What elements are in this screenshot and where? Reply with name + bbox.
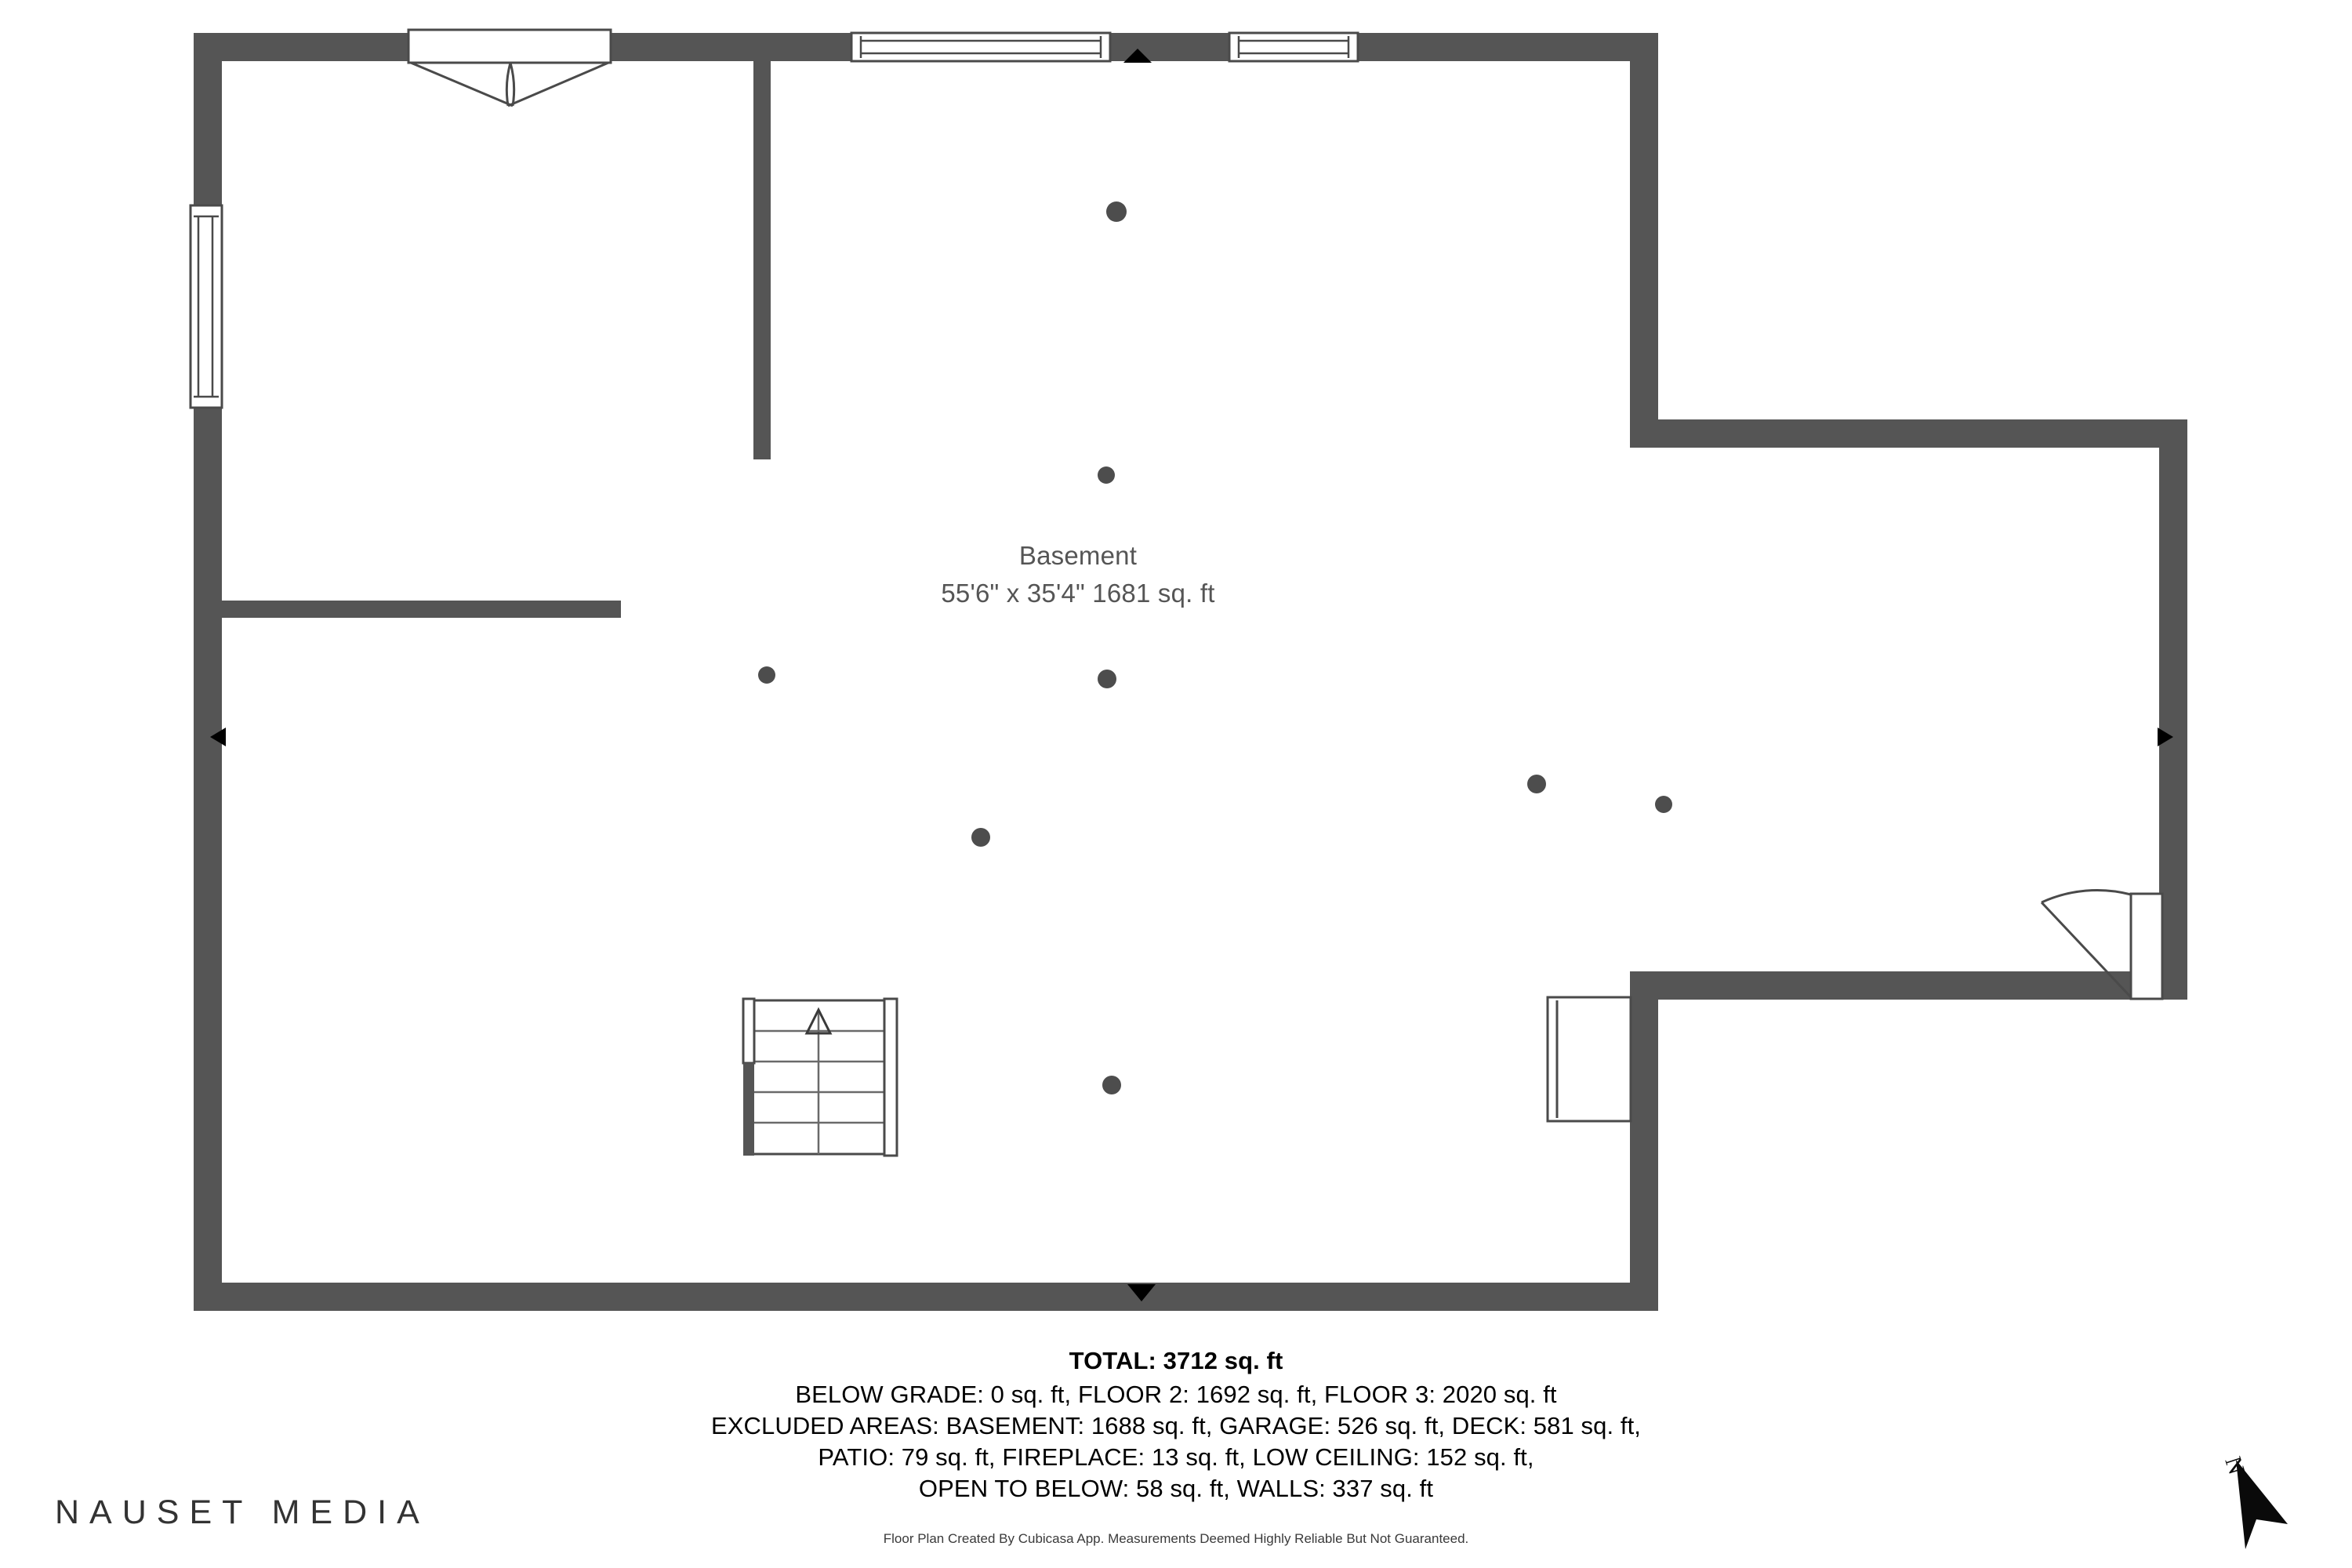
door-double-top [407, 28, 612, 107]
dimension-markers [210, 49, 2173, 1301]
interior-wall-vertical [753, 33, 771, 459]
marker-triangle-left [210, 728, 226, 746]
marker-triangle-bottom [1127, 1284, 1156, 1301]
interior-walls [213, 33, 771, 618]
support-post [1106, 201, 1127, 222]
interior-wall-horizontal [213, 601, 621, 618]
window-top-right [1228, 31, 1359, 63]
summary-line-4: OPEN TO BELOW: 58 sq. ft, WALLS: 337 sq.… [918, 1474, 1434, 1502]
doors [407, 28, 2164, 1000]
brand-logo: NAUSET MEDIA [55, 1494, 430, 1531]
compass-arrow [2236, 1460, 2288, 1549]
support-post [1102, 1076, 1121, 1094]
summary-total: TOTAL: 3712 sq. ft [1069, 1347, 1283, 1374]
support-post [1098, 466, 1115, 484]
utility-closet-fixture [1546, 996, 1632, 1123]
support-post [971, 828, 990, 847]
windows [189, 31, 1359, 409]
support-post [758, 666, 775, 684]
support-post [1527, 775, 1546, 793]
compass-svg: N [2220, 1454, 2288, 1549]
marker-triangle-right [2158, 728, 2173, 746]
summary-line-1: BELOW GRADE: 0 sq. ft, FLOOR 2: 1692 sq.… [795, 1381, 1557, 1408]
support-posts [758, 201, 1672, 1094]
marker-triangle-top [1123, 49, 1152, 63]
door-right-wall [2040, 888, 2164, 1000]
disclaimer-text: Floor Plan Created By Cubicasa App. Meas… [883, 1531, 1469, 1546]
north-arrow-icon: N [2195, 1441, 2328, 1559]
support-post [1655, 796, 1672, 813]
window-left-wall [189, 204, 223, 409]
summary-line-2: EXCLUDED AREAS: BASEMENT: 1688 sq. ft, G… [710, 1411, 1642, 1439]
exterior-walls [194, 33, 2187, 1311]
summary-line-3: PATIO: 79 sq. ft, FIREPLACE: 13 sq. ft, … [818, 1443, 1534, 1471]
window-top-left [850, 31, 1112, 63]
staircase [742, 997, 898, 1157]
area-summary: TOTAL: 3712 sq. ft BELOW GRADE: 0 sq. ft… [0, 1347, 2352, 1504]
support-post [1098, 670, 1116, 688]
